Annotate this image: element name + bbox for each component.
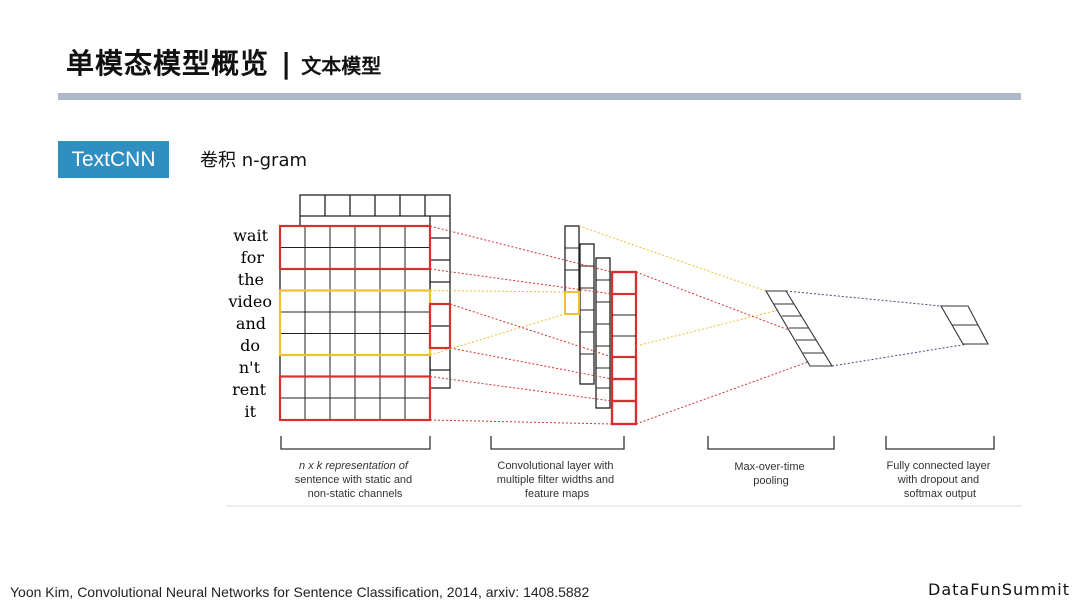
caption-input-line-3: non-static channels xyxy=(308,488,403,500)
filter-window-top xyxy=(278,224,432,271)
caption-input-line-2: sentence with static and xyxy=(295,474,412,486)
sentence-words: wait for the video and do n't rent it xyxy=(228,226,273,421)
caption-pool-line-2: pooling xyxy=(753,475,788,487)
page-title: 单模态模型概览 xyxy=(66,47,270,80)
caption-conv-line-2: multiple filter widths and xyxy=(497,474,614,486)
caption-pool: Max-over-time pooling xyxy=(734,461,807,487)
word-3: video xyxy=(228,292,273,311)
model-tag: TextCNN xyxy=(58,141,169,178)
word-5: do xyxy=(240,336,260,355)
section-title: 文本模型 xyxy=(301,54,382,78)
word-4: and xyxy=(236,314,266,333)
citation: Yoon Kim, Convolutional Neural Networks … xyxy=(10,584,590,600)
feature-map-4 xyxy=(610,270,638,426)
title-separator: | xyxy=(281,47,292,80)
section-brackets xyxy=(280,436,995,450)
page-header: 单模态模型概览 | 文本模型 xyxy=(66,42,381,82)
feature-map-3 xyxy=(595,257,611,409)
caption-input: n x k representation of sentence with st… xyxy=(295,460,415,500)
caption-conv: Convolutional layer with multiple filter… xyxy=(497,460,617,500)
feature-maps xyxy=(564,225,638,426)
caption-conv-line-3: feature maps xyxy=(525,488,590,500)
slide-subtitle: 卷积 n-gram xyxy=(200,150,308,171)
caption-input-line-1: n x k representation of xyxy=(299,460,409,472)
filter-window-side xyxy=(428,302,452,350)
connections xyxy=(429,225,969,425)
feature-map-2 xyxy=(579,243,595,385)
max-pooling-layer xyxy=(765,290,833,367)
word-7: rent xyxy=(232,380,266,399)
word-6: n't xyxy=(239,358,261,377)
word-1: for xyxy=(241,248,265,267)
word-0: wait xyxy=(233,226,268,245)
caption-fc: Fully connected layer with dropout and s… xyxy=(886,460,993,500)
caption-pool-line-1: Max-over-time xyxy=(734,461,804,473)
caption-conv-line-1: Convolutional layer with xyxy=(497,460,613,472)
caption-fc-line-2: with dropout and xyxy=(897,474,979,486)
word-2: the xyxy=(238,270,264,289)
input-matrix-front xyxy=(278,224,452,422)
caption-fc-line-1: Fully connected layer xyxy=(886,460,990,472)
feature-map-highlight xyxy=(564,291,580,315)
fully-connected-layer xyxy=(940,305,989,345)
caption-fc-line-3: softmax output xyxy=(904,488,976,500)
textcnn-diagram: wait for the video and do n't rent it xyxy=(226,194,1022,507)
word-8: it xyxy=(244,402,256,421)
title-divider xyxy=(58,93,1021,100)
brand-logo: DataFunSummit xyxy=(928,580,1070,599)
filter-window-bottom xyxy=(278,375,432,422)
